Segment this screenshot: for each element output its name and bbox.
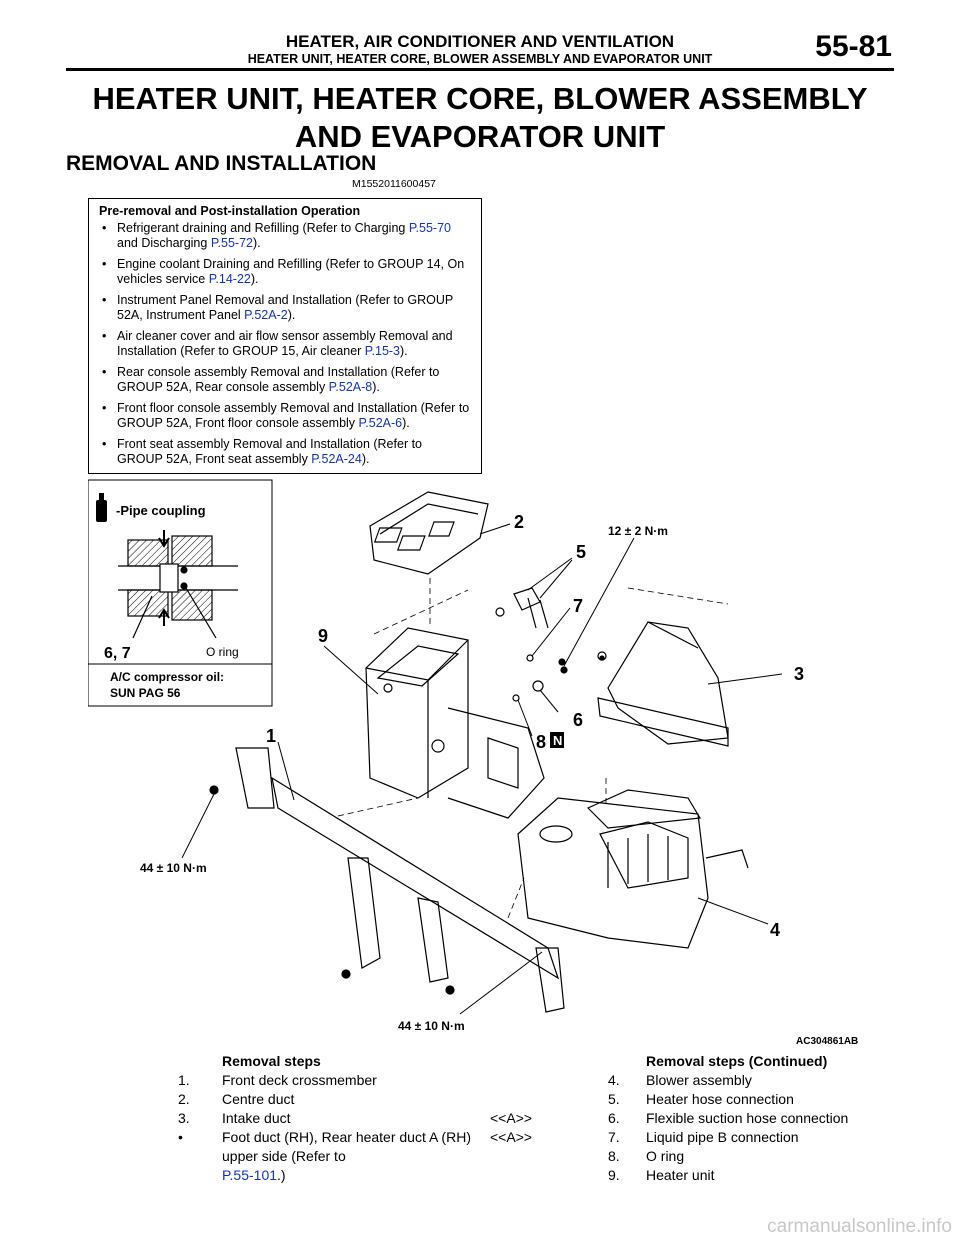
page-link[interactable]: P.55-70 — [408, 221, 451, 235]
oil-can-icon — [96, 493, 107, 522]
callout-6: 6 — [573, 710, 583, 730]
callout-3: 3 — [794, 664, 804, 684]
figure-id: AC304861AB — [796, 1036, 859, 1047]
svg-text:N: N — [553, 733, 562, 748]
torque-label-44-left: 44 ± 10 N·m — [140, 861, 207, 875]
page-number: 55-81 — [815, 30, 892, 63]
oil-spec-line1: A/C compressor oil: — [110, 670, 224, 684]
bolt-icons — [209, 655, 605, 995]
torque-label-12: 12 ± 2 N·m — [608, 524, 668, 538]
list-item: •Rear console assembly Removal and Insta… — [102, 365, 440, 394]
list-item: •Instrument Panel Removal and Installati… — [102, 293, 454, 322]
list-item: •Air cleaner cover and air flow sensor a… — [102, 329, 453, 358]
service-point-tag: <<A>> — [490, 1129, 533, 1145]
callout-leader-lines — [181, 523, 783, 1015]
document-id: M1552011600457 — [352, 178, 436, 190]
bullet-icon: • — [178, 1129, 183, 1145]
section-heading: REMOVAL AND INSTALLATION — [66, 152, 377, 175]
callout-8: 8 — [536, 732, 546, 752]
pre-removal-list: •Refrigerant draining and Refilling (Ref… — [99, 221, 471, 467]
list-item: 4.Blower assembly — [608, 1072, 752, 1088]
list-item: 3.Intake duct — [178, 1110, 291, 1126]
bullet-icon: • — [102, 221, 107, 235]
pre-removal-box: Pre-removal and Post-installation Operat… — [88, 198, 482, 474]
page-title-line2: AND EVAPORATOR UNIT — [294, 119, 666, 154]
inset-part-label: 6, 7 — [104, 645, 131, 662]
page-title-line1: HEATER UNIT, HEATER CORE, BLOWER ASSEMBL… — [92, 81, 868, 116]
list-item: •Refrigerant draining and Refilling (Ref… — [102, 221, 451, 250]
list-item: •Front seat assembly Removal and Install… — [102, 437, 422, 466]
new-part-mark: N — [550, 732, 564, 748]
callout-2: 2 — [514, 512, 524, 532]
header-rule — [66, 68, 894, 71]
exploded-view-illustration: -Pipe coupling 6, 7 — [88, 479, 804, 1033]
list-item: 5.Heater hose connection — [608, 1091, 794, 1107]
assembly-guide-lines — [337, 578, 729, 919]
page-title: HEATER UNIT, HEATER CORE, BLOWER ASSEMBL… — [0, 80, 960, 156]
bullet-icon: • — [102, 437, 107, 451]
bullet-icon: • — [102, 329, 107, 343]
list-item: 9.Heater unit — [608, 1167, 715, 1183]
removal-steps-right: Removal steps (Continued) 4.Blower assem… — [490, 1052, 890, 1185]
inset-title: -Pipe coupling — [116, 503, 206, 518]
crossmember-drawing — [235, 747, 565, 1013]
oring-label: O ring — [206, 645, 239, 659]
list-item: 2.Centre duct — [178, 1091, 295, 1107]
watermark: carmanualsonline.info — [767, 1216, 952, 1237]
heater-unit-drawing — [365, 627, 545, 819]
page-link[interactable]: P.52A-24 — [311, 452, 362, 466]
bullet-icon: • — [102, 293, 107, 307]
service-point-tag: <<A>> — [490, 1110, 533, 1126]
page-link[interactable]: P.55-101 — [222, 1167, 278, 1183]
centre-duct-drawing — [369, 491, 489, 575]
page-link[interactable]: P.14-22 — [208, 272, 251, 286]
oil-spec-line2: SUN PAG 56 — [110, 686, 181, 700]
list-item: 1.Front deck crossmember — [178, 1072, 377, 1088]
pipe-coupling-inset: -Pipe coupling 6, 7 — [88, 479, 273, 707]
list-item: <<A>>6.Flexible suction hose connection — [490, 1110, 849, 1126]
callout-7: 7 — [573, 596, 583, 616]
page-link[interactable]: P.52A-6 — [358, 416, 403, 430]
removal-steps-heading: Removal steps — [222, 1053, 321, 1069]
bullet-icon: • — [102, 257, 107, 271]
header-chapter-title: HEATER, AIR CONDITIONER AND VENTILATION — [285, 32, 675, 51]
callout-1: 1 — [266, 726, 276, 746]
page-link[interactable]: P.52A-2 — [244, 308, 288, 322]
list-item: •Foot duct (RH), Rear heater duct A (RH)… — [178, 1129, 471, 1183]
coupling-cross-section — [118, 530, 238, 639]
bullet-icon: • — [102, 401, 107, 415]
page-link[interactable]: P.55-72 — [210, 236, 253, 250]
page-link[interactable]: P.15-3 — [364, 344, 401, 358]
list-item: •Front floor console assembly Removal an… — [102, 401, 470, 430]
removal-steps-continued-heading: Removal steps (Continued) — [646, 1053, 828, 1069]
list-item: 8.O ring — [608, 1148, 685, 1164]
callout-4: 4 — [770, 920, 780, 940]
bullet-icon: • — [102, 365, 107, 379]
list-item: •Engine coolant Draining and Refilling (… — [102, 257, 465, 286]
blower-assembly-drawing — [517, 789, 749, 949]
callout-5: 5 — [576, 542, 586, 562]
page-link[interactable]: P.52A-8 — [328, 380, 373, 394]
list-item: <<A>>7.Liquid pipe B connection — [490, 1129, 799, 1145]
intake-duct-drawing — [597, 621, 729, 747]
pre-removal-title: Pre-removal and Post-installation Operat… — [99, 204, 361, 218]
torque-label-44-bottom: 44 ± 10 N·m — [398, 1019, 465, 1033]
callout-9: 9 — [318, 626, 328, 646]
header-section-title: HEATER UNIT, HEATER CORE, BLOWER ASSEMBL… — [247, 52, 713, 66]
hose-connection-drawing — [495, 587, 607, 702]
removal-steps-left: Removal steps 1.Front deck crossmember 2… — [178, 1052, 478, 1185]
